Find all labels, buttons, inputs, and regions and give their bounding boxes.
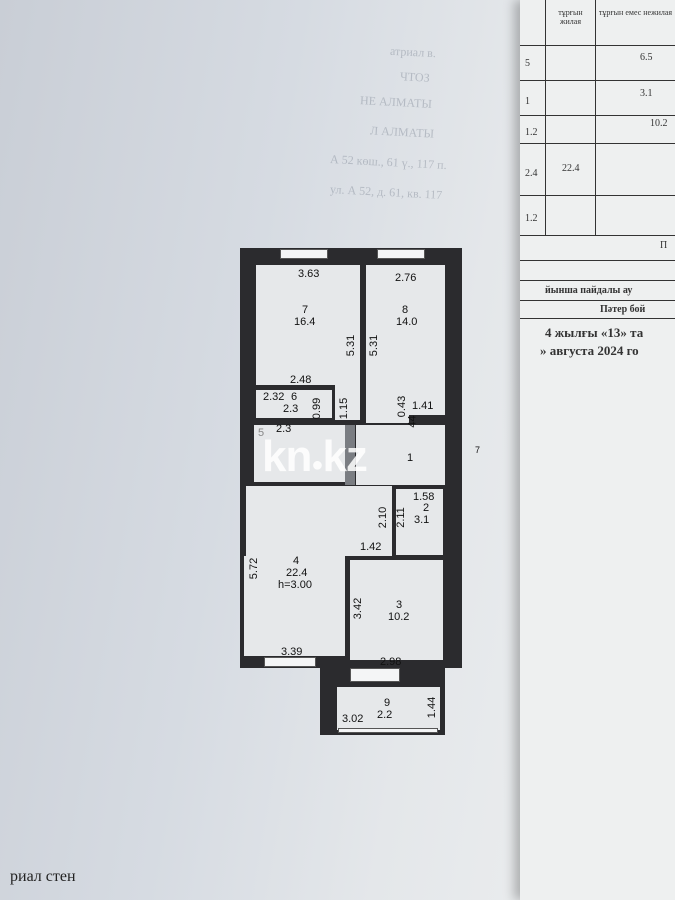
- room-2: [396, 489, 443, 555]
- table-cell: 5: [525, 58, 530, 69]
- room-area: 2.3: [283, 403, 299, 415]
- dimension: 1.15: [338, 397, 351, 420]
- dimension: 2.32: [263, 391, 285, 403]
- room-7-lower: [335, 385, 360, 420]
- table-header: тұрғын емес нежилая: [598, 8, 673, 17]
- room-3: [350, 560, 443, 660]
- room-area: 10.2: [388, 611, 410, 623]
- faint-text: ул. А 52, д. 61, кв. 117: [329, 182, 443, 202]
- faint-text: НЕ АЛМАТЫ: [359, 93, 433, 111]
- dimension: 1.42: [360, 541, 382, 553]
- room-area: 2.3: [276, 423, 292, 435]
- table-text: 4 жылғы «13» та: [545, 325, 644, 340]
- table-cell: 2.4: [525, 168, 538, 179]
- room-number: 7: [302, 304, 309, 316]
- table-text: » августа 2024 го: [540, 343, 639, 358]
- room-6: [256, 390, 332, 418]
- bottom-text: риал стен: [10, 868, 76, 885]
- table-cell: 22.4: [562, 163, 580, 174]
- dimension: 2.48: [290, 374, 312, 386]
- table-text: йынша пайдалы ау: [545, 285, 633, 296]
- window: [338, 728, 438, 733]
- room-number: 1: [407, 452, 414, 464]
- room-number: 8: [402, 304, 409, 316]
- side-mark: 7: [475, 445, 481, 455]
- window: [280, 249, 328, 259]
- room-area: 3.1: [414, 514, 430, 526]
- balcony-door: [350, 668, 400, 682]
- dimension: 1.41: [412, 400, 434, 412]
- table-cell: 3.1: [640, 88, 653, 99]
- table-header: тұрғын жилая: [558, 8, 583, 26]
- room-7: [256, 265, 360, 385]
- table-cell: 1.2: [525, 127, 538, 138]
- window: [377, 249, 425, 259]
- faint-text: А 52 көш., 61 ү., 117 п.: [329, 151, 448, 173]
- dimension: 0.43: [396, 395, 409, 418]
- dimension: 5.31: [368, 334, 381, 357]
- table-cell: 1.2: [525, 213, 538, 224]
- room-4-lower: [244, 556, 345, 656]
- table-cell: 6.5: [640, 52, 653, 63]
- room-area: 2.2: [377, 709, 393, 721]
- dimension: 2.76: [395, 272, 417, 284]
- room-9: [337, 687, 440, 730]
- ceiling-height: h=3.00: [278, 579, 312, 591]
- room-number: 2: [423, 502, 430, 514]
- dimension: 3.42: [352, 597, 365, 620]
- room-number: 6: [291, 391, 298, 403]
- dimension: 44: [406, 415, 419, 428]
- watermark-logo: kn●kz: [262, 432, 368, 481]
- room-5: [254, 425, 345, 482]
- room-4: [246, 486, 392, 556]
- dimension: 3.63: [298, 268, 320, 280]
- window: [264, 657, 316, 667]
- faint-text: ЧТОЗ: [399, 69, 431, 85]
- room-1: [356, 425, 445, 485]
- dimension: 2.98: [380, 656, 402, 668]
- table-text: Пәтер бой: [600, 304, 646, 315]
- room-number: 3: [396, 599, 403, 611]
- faint-text: Л АЛМАТЫ: [369, 123, 435, 141]
- table-cell: 10.2: [650, 118, 668, 129]
- room-number: 4: [293, 555, 300, 567]
- dimension: 0.99: [311, 397, 324, 420]
- room-8: [366, 265, 445, 415]
- room-number: 5: [258, 427, 265, 439]
- dimension: 1.58: [413, 491, 435, 503]
- room-8-lower: [366, 415, 409, 423]
- room-area: 16.4: [294, 316, 316, 328]
- room-number: 9: [384, 697, 391, 709]
- dimension: 2.11: [394, 507, 407, 528]
- dimension: 2.10: [377, 506, 390, 529]
- dimension: 3.02: [342, 713, 364, 725]
- table-text: П: [660, 240, 668, 251]
- dimension: 3.39: [281, 646, 303, 658]
- room-area: 22.4: [286, 567, 308, 579]
- dimension: 1.44: [426, 696, 439, 719]
- dimension: 5.72: [248, 557, 261, 580]
- dimension: 5.31: [345, 334, 358, 357]
- table-cell: 1: [525, 96, 530, 107]
- room-area: 14.0: [396, 316, 418, 328]
- faint-text: атриал в.: [389, 43, 437, 61]
- right-sheet: тұрғын жилая тұрғын емес нежилая 5 6.5 1…: [520, 0, 675, 900]
